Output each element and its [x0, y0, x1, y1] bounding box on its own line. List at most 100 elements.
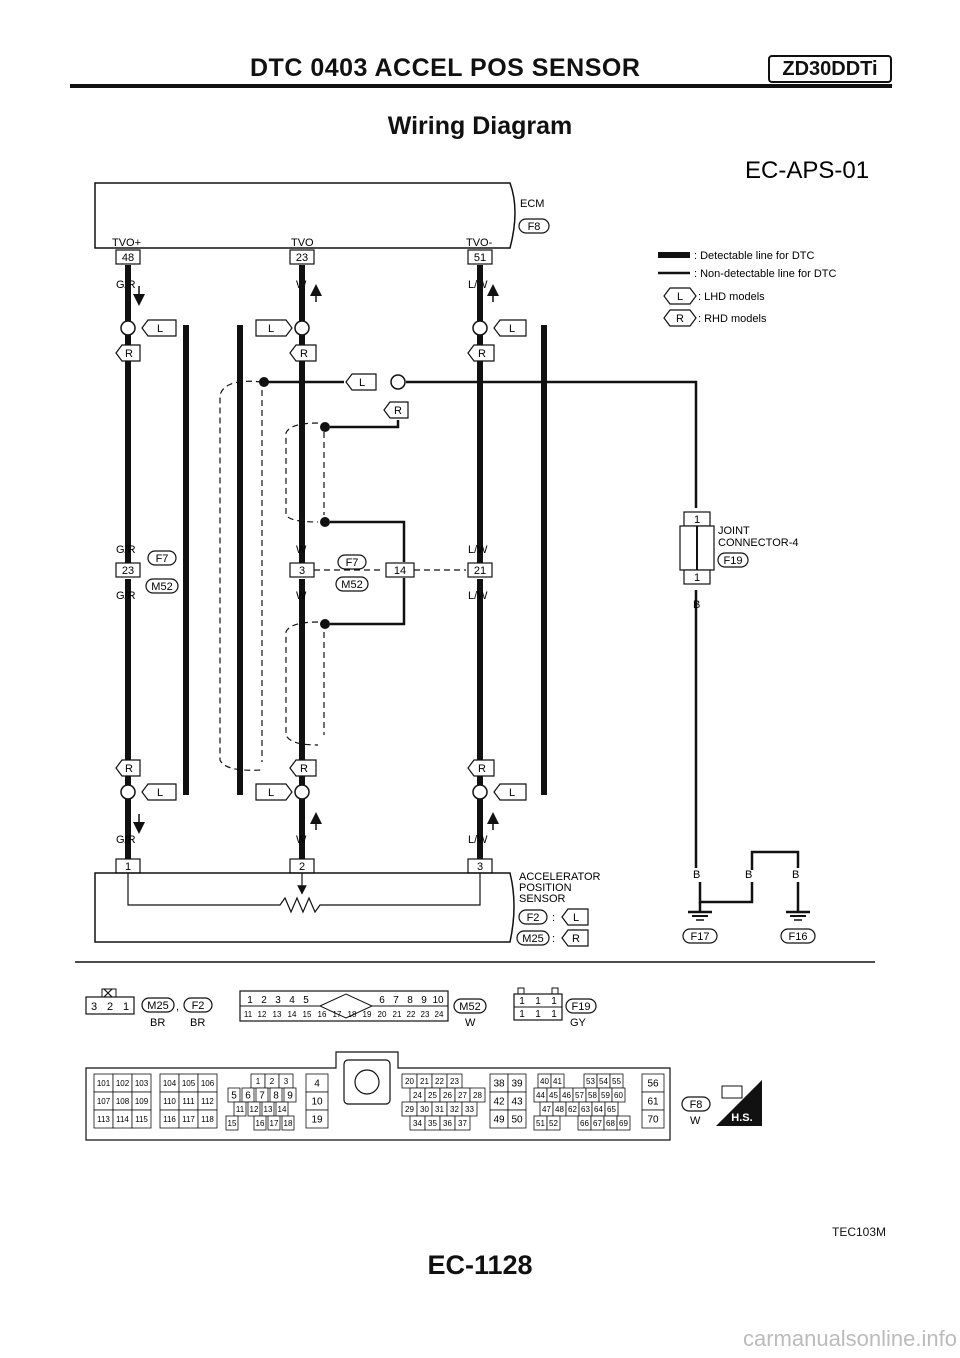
- pin-cell: [454, 1115, 471, 1131]
- pin-cell: [281, 1115, 295, 1131]
- pin-number: 109: [135, 1097, 149, 1106]
- pin-number: 103: [135, 1079, 149, 1088]
- pin-cell: [267, 1115, 281, 1131]
- harness-connector-f7-m52: G/R W L/W 23 3 14 21 F7 M52 F7 M52 G/R W…: [115, 544, 493, 602]
- ecm-pin-48: 48: [115, 249, 141, 265]
- pin-number: 8: [273, 1091, 279, 1102]
- joint-connector-4: 1 1 JOINT CONNECTOR-4 F19 B: [679, 511, 798, 611]
- pin-number: 3: [284, 1077, 289, 1086]
- svg-text:20: 20: [378, 1010, 387, 1019]
- svg-text:JOINT: JOINT: [718, 525, 750, 537]
- svg-text:9: 9: [421, 995, 427, 1006]
- section-title: Wiring Diagram: [387, 112, 573, 140]
- pin-number: 101: [97, 1079, 111, 1088]
- pin-number: 48: [555, 1105, 564, 1114]
- connector-m25-f2-view: 3 2 1 M25 BR , F2 BR: [85, 988, 213, 1029]
- svg-text:19: 19: [363, 1010, 372, 1019]
- pin-number: 53: [586, 1077, 595, 1086]
- svg-text:W: W: [465, 1017, 476, 1029]
- pin-cell: [131, 1109, 152, 1129]
- pin-number: 50: [511, 1115, 523, 1126]
- svg-text:R: R: [478, 348, 486, 360]
- pin-number: 29: [405, 1105, 414, 1114]
- svg-text:1: 1: [551, 1009, 557, 1020]
- pin-number: 44: [536, 1091, 545, 1100]
- pin-number: 68: [606, 1119, 615, 1128]
- svg-text:2: 2: [107, 1001, 113, 1013]
- terminal-name-tvo: TVO: [291, 237, 314, 249]
- svg-text:3: 3: [477, 861, 483, 873]
- svg-text:BR: BR: [150, 1017, 165, 1029]
- figure-id: TEC103M: [832, 1225, 887, 1239]
- pin-number: 62: [568, 1105, 577, 1114]
- svg-text:R: R: [125, 763, 133, 775]
- lhd-rhd-tags-lower: R L R L R L: [115, 759, 527, 801]
- svg-text:POSITION: POSITION: [519, 882, 572, 894]
- pin-cell: [197, 1109, 218, 1129]
- svg-text:F2: F2: [527, 912, 540, 924]
- pin-cell: [507, 1109, 527, 1129]
- svg-text:3: 3: [275, 995, 281, 1006]
- legend-nondetectable-text: : Non-detectable line for DTC: [694, 268, 837, 280]
- pin-number: 55: [612, 1077, 621, 1086]
- connector-m52-view: 1 2 3 4 5 6 7 8 9 10 11 12 13 14 15 16 1…: [239, 990, 487, 1029]
- page-number: EC-1128: [427, 1250, 533, 1280]
- svg-text:12: 12: [258, 1010, 267, 1019]
- pin-number: 108: [116, 1097, 130, 1106]
- connector-f19-view: 1 1 1 1 1 1 F19 GY: [513, 987, 597, 1029]
- svg-text:22: 22: [407, 1010, 416, 1019]
- pin-number: 104: [163, 1079, 177, 1088]
- pin-number: 54: [599, 1077, 608, 1086]
- svg-text::: :: [552, 933, 555, 945]
- svg-text:16: 16: [318, 1010, 327, 1019]
- svg-text:1: 1: [535, 996, 541, 1007]
- svg-text:L: L: [268, 787, 274, 799]
- svg-text:14: 14: [394, 565, 406, 577]
- svg-text:23: 23: [421, 1010, 430, 1019]
- pin-number: 25: [428, 1091, 437, 1100]
- svg-text:F2: F2: [192, 1000, 205, 1012]
- pin-number: 45: [549, 1091, 558, 1100]
- pin-number: 36: [443, 1119, 452, 1128]
- pin-number: 43: [511, 1097, 523, 1108]
- watermark: carmanualsonline.info: [742, 1326, 957, 1351]
- pin-number: 64: [594, 1105, 603, 1114]
- ecm-connector-tag: [518, 218, 550, 234]
- svg-text:W: W: [296, 590, 307, 602]
- svg-text:M25: M25: [522, 933, 543, 945]
- pin-number: 14: [278, 1105, 287, 1114]
- pin-number: 27: [458, 1091, 467, 1100]
- pin-number: 11: [236, 1105, 245, 1114]
- pin-number: 5: [231, 1091, 237, 1102]
- svg-text:F7: F7: [346, 557, 359, 569]
- pin-number: 1: [256, 1077, 261, 1086]
- pin-number: 107: [97, 1097, 111, 1106]
- pin-cell: [611, 1087, 626, 1103]
- pin-number: 65: [607, 1105, 616, 1114]
- header-rule: [70, 84, 892, 88]
- diagram-code: EC-APS-01: [745, 157, 869, 184]
- svg-text:M52: M52: [341, 579, 362, 591]
- hs-icon: H.S.: [731, 1112, 752, 1124]
- pin-number: 6: [245, 1091, 251, 1102]
- lhd-rhd-tags-upper: L R L R L R L R: [115, 319, 527, 629]
- svg-text:3: 3: [91, 1001, 97, 1013]
- svg-text:10: 10: [432, 995, 444, 1006]
- svg-text:24: 24: [435, 1010, 444, 1019]
- svg-text:F8: F8: [690, 1099, 703, 1111]
- accelerator-position-sensor: G/R W L/W 1 2 3 ACCELERATOR POSITION SEN…: [94, 834, 601, 947]
- pin-number: 22: [435, 1077, 444, 1086]
- pin-number: 117: [182, 1115, 195, 1124]
- pin-number: 38: [493, 1079, 505, 1090]
- pin-number: 30: [420, 1105, 429, 1114]
- svg-text:21: 21: [393, 1010, 402, 1019]
- pin-number: 7: [259, 1091, 265, 1102]
- svg-text:1: 1: [123, 1001, 129, 1013]
- pin-cell: [469, 1087, 486, 1103]
- svg-text:W: W: [296, 544, 307, 556]
- pin-number: 102: [116, 1079, 130, 1088]
- svg-text:R: R: [478, 763, 486, 775]
- svg-text:1: 1: [519, 996, 525, 1007]
- svg-text:1: 1: [125, 861, 131, 873]
